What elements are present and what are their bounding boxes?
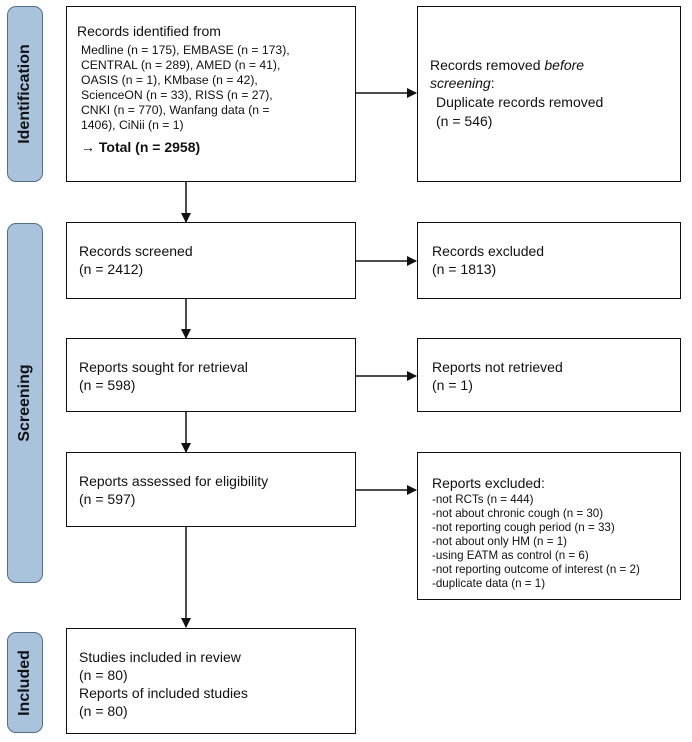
exclusion-reason: -using EATM as control (n = 6) [432,549,589,562]
records-excluded-box: Records excluded (n = 1813) [417,222,681,299]
exclusion-reason: -not about only HM (n = 1) [432,535,568,548]
reports-not-retrieved-label: Reports not retrieved [432,359,563,375]
records-identified-box: Records identified from Medline (n = 175… [66,6,356,182]
source-line-1: Medline (n = 175), EMBASE (n = 173), [81,43,290,57]
reports-assessed-box: Reports assessed for eligibility (n = 59… [66,452,356,527]
phase-identification-bar: Identification [7,6,43,182]
records-removed-box: Records removed before screening: Duplic… [417,6,681,182]
reports-not-retrieved-box: Reports not retrieved (n = 1) [417,338,681,412]
records-removed-text: Records removed [430,57,545,73]
phase-included-bar: Included [7,632,43,733]
source-line-6: 1406), CiNii (n = 1) [81,118,184,132]
exclusion-reason: -not reporting outcome of interest (n = … [432,563,640,576]
exclusion-reason: -not RCTs (n = 444) [432,493,534,506]
records-removed-screening: screening [430,75,491,91]
reports-assessed-n: (n = 597) [79,491,136,507]
reports-excluded-box: Reports excluded: -not RCTs (n = 444) -n… [417,452,681,600]
reports-not-retrieved-n: (n = 1) [432,377,473,393]
source-line-5: CNKI (n = 770), Wanfang data (n = [81,103,270,117]
records-excluded-label: Records excluded [432,243,545,259]
reports-included-n: (n = 80) [79,703,128,719]
records-removed-before: before [544,57,585,73]
records-removed-line-2: screening: [430,75,495,92]
reports-sought-label: Reports sought for retrieval [79,359,248,375]
records-identified-title: Records identified from [77,23,221,39]
exclusion-reason: -duplicate data (n = 1) [432,577,546,590]
source-line-2: CENTRAL (n = 289), AMED (n = 41), [81,58,281,72]
reports-included-label: Reports of included studies [79,685,248,701]
reports-sought-box: Reports sought for retrieval (n = 598) [66,338,356,412]
exclusion-reason: -not reporting cough period (n = 33) [432,521,615,534]
records-screened-n: (n = 2412) [79,261,144,277]
exclusion-reason: -not about chronic cough (n = 30) [432,507,604,520]
source-line-3: OASIS (n = 1), KMbase (n = 42), [81,73,258,87]
included-studies-box: Studies included in review (n = 80) Repo… [66,628,356,734]
reports-excluded-title: Reports excluded: [432,475,545,491]
source-line-4: ScienceON (n = 33), RISS (n = 27), [81,88,273,102]
phase-screening-bar: Screening [7,223,43,583]
duplicate-records-label: Duplicate records removed [436,94,604,110]
records-removed-line-1: Records removed before [430,57,584,74]
records-removed-colon: : [490,75,495,91]
records-identified-total: → Total (n = 2958) [81,139,201,155]
records-screened-box: Records screened (n = 2412) [66,222,356,299]
records-excluded-n: (n = 1813) [432,261,497,277]
reports-sought-n: (n = 598) [79,377,136,393]
studies-included-label: Studies included in review [79,649,241,665]
duplicate-records-n: (n = 546) [436,113,493,129]
reports-assessed-label: Reports assessed for eligibility [79,473,269,489]
studies-included-n: (n = 80) [79,667,128,683]
records-screened-label: Records screened [79,243,193,259]
